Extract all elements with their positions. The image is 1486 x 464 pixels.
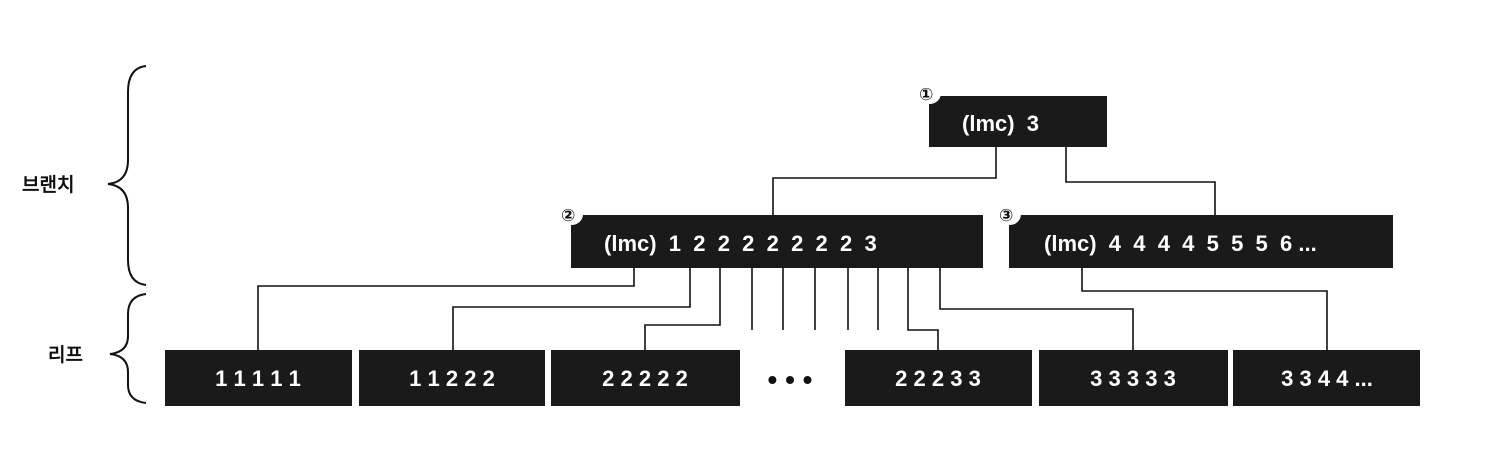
connector-branch2-to-leaf5 bbox=[939, 268, 1134, 350]
branch-node-box bbox=[571, 215, 983, 268]
leaf-node-keys: 2 2 2 3 3 bbox=[895, 366, 981, 391]
branch-node-box bbox=[1009, 215, 1393, 268]
node-marker-1: ① bbox=[919, 85, 933, 105]
connector-root-to-branch2 bbox=[772, 147, 997, 215]
branch-node-keys: (lmc) 3 bbox=[962, 111, 1039, 136]
leaf-level-label: 리프 bbox=[48, 344, 83, 366]
branch-node-keys: (lmc) 1 2 2 2 2 2 2 2 3 bbox=[604, 231, 877, 256]
connector-branch3-to-leaf6 bbox=[1081, 268, 1328, 350]
connector-root-to-branch3 bbox=[1065, 147, 1216, 215]
branch-node-keys: (lmc) 4 4 4 4 5 5 5 6 ... bbox=[1044, 231, 1317, 256]
leaf-brace bbox=[109, 293, 147, 404]
leaf-ellipsis: • • • bbox=[768, 364, 813, 395]
connector-branch2-to-leaf1 bbox=[257, 268, 635, 350]
branch-node-1: (lmc) 3 ① bbox=[919, 82, 1107, 147]
leaf-node-keys: 1 1 2 2 2 bbox=[409, 366, 495, 391]
leaf-node-4: 2 2 2 3 3 bbox=[845, 350, 1032, 406]
node-marker-2: ② bbox=[561, 206, 575, 226]
leaf-node-keys: 2 2 2 2 2 bbox=[602, 366, 688, 391]
leaf-node-5: 3 3 3 3 3 bbox=[1039, 350, 1228, 406]
leaf-node-1: 1 1 1 1 1 bbox=[165, 350, 352, 406]
branch-node-box bbox=[929, 96, 1107, 147]
branch-level-label: 브랜치 bbox=[22, 174, 74, 196]
leaf-node-6: 3 3 4 4 ... bbox=[1233, 350, 1420, 406]
branch-brace bbox=[107, 65, 147, 286]
leaf-node-keys: 3 3 4 4 ... bbox=[1281, 366, 1373, 391]
leaf-node-keys: 3 3 3 3 3 bbox=[1090, 366, 1176, 391]
branch-node-2: (lmc) 1 2 2 2 2 2 2 2 3 ② bbox=[561, 203, 983, 268]
connector-branch2-to-leaf2 bbox=[452, 268, 691, 350]
connector-branch2-to-leaf3 bbox=[644, 268, 721, 350]
leaf-node-keys: 1 1 1 1 1 bbox=[215, 366, 301, 391]
leaf-node-2: 1 1 2 2 2 bbox=[359, 350, 545, 406]
leaf-node-3: 2 2 2 2 2 bbox=[551, 350, 740, 406]
branch-node-3: (lmc) 4 4 4 4 5 5 5 6 ... ③ bbox=[999, 203, 1393, 268]
node-marker-3: ③ bbox=[999, 206, 1013, 226]
connector-branch2-to-leaf4 bbox=[907, 268, 939, 350]
